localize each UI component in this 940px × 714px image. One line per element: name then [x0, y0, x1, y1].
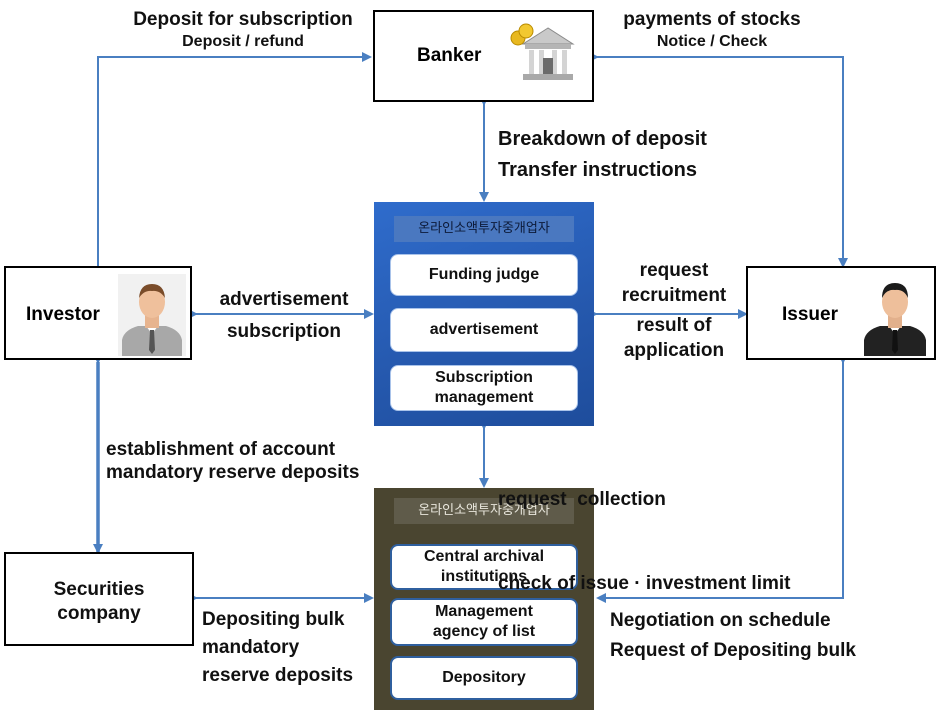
subscription-label-line1: Subscription: [435, 369, 533, 386]
label-recruitment: recruitment: [621, 285, 727, 306]
issuer-label: Issuer: [782, 304, 838, 325]
label-investor-platform: advertisement subscription: [206, 284, 362, 348]
label-request-depositing-bulk: Request of Depositing bulk: [610, 640, 856, 661]
label-deposit-subscription: Deposit for subscription: [133, 9, 353, 30]
label-reserve-deposits: reserve deposits: [202, 665, 354, 686]
label-notice-check: Notice / Check: [656, 33, 768, 50]
subscription-label-line2: management: [434, 389, 534, 406]
management-agency-line2: agency of list: [432, 623, 536, 640]
label-mandatory: mandatory: [202, 637, 300, 658]
depository-item: Depository: [390, 656, 578, 700]
issuer-node: Issuer: [746, 266, 936, 360]
securities-label-line1: Securities: [53, 579, 145, 600]
central-archival-item: Central archival institutions: [390, 544, 578, 590]
label-subscription: subscription: [226, 321, 341, 342]
label-request-collection: request collection: [498, 489, 666, 510]
management-agency-line1: Management: [435, 603, 533, 620]
label-check-of-issue: check of issue · investment limit: [498, 573, 791, 594]
depository-platform-title: 온라인소액투자중개업자: [394, 498, 574, 524]
issuer-avatar-icon: [860, 274, 930, 356]
label-banker-issuer: payments of stocks Notice / Check: [610, 8, 814, 52]
investor-node: Investor: [4, 266, 192, 360]
label-application: application: [623, 340, 725, 361]
investor-label: Investor: [26, 304, 100, 325]
securities-label-line2: company: [57, 603, 141, 624]
label-depositing-bulk: Depositing bulk: [202, 609, 345, 630]
label-request: request: [639, 260, 709, 281]
platform-title: 온라인소액투자중개업자: [394, 216, 574, 242]
coins-icon: [510, 23, 534, 46]
banker-label: Banker: [417, 45, 482, 66]
label-platform-depository: request collection check of issue · inve…: [498, 430, 790, 626]
label-payments-of-stocks: payments of stocks: [623, 9, 801, 30]
management-agency-item: Management agency of list: [390, 598, 578, 646]
label-establishment-of-account: establishment of account: [106, 439, 336, 460]
advertisement-label: advertisement: [429, 321, 539, 338]
arrow-issuer-depository: [596, 354, 848, 603]
label-platform-issuer: request recruitment result of applicatio…: [604, 258, 744, 363]
label-breakdown-of-deposit: Breakdown of deposit: [498, 128, 707, 150]
label-investor-banker: Deposit for subscription Deposit / refun…: [120, 8, 366, 52]
depository-platform: 온라인소액투자중개업자 Central archival institution…: [374, 488, 594, 710]
label-result-of: result of: [636, 315, 712, 336]
crowdfunding-platform: 온라인소액투자중개업자 Funding judge advertisement …: [374, 202, 594, 426]
central-archival-line1: Central archival: [423, 548, 545, 565]
central-archival-line2: institutions: [440, 568, 528, 585]
banker-node: Banker: [373, 10, 594, 102]
bank-building-icon: [521, 27, 575, 80]
advertisement-item: advertisement: [390, 308, 578, 352]
funding-judge-item: Funding judge: [390, 254, 578, 296]
label-negotiation-on-schedule: Negotiation on schedule: [610, 610, 831, 631]
label-transfer-instructions: Transfer instructions: [498, 159, 697, 181]
funding-judge-label: Funding judge: [428, 266, 540, 283]
label-securities-depository: Depositing bulk mandatory reserve deposi…: [202, 606, 353, 690]
label-investor-securities: establishment of account mandatory reser…: [106, 438, 359, 484]
label-mandatory-reserve-deposits: mandatory reserve deposits: [106, 462, 360, 483]
label-advertisement: advertisement: [219, 289, 349, 310]
investor-avatar-icon: [118, 274, 186, 356]
label-banker-platform: Breakdown of deposit Transfer instructio…: [498, 124, 707, 186]
depository-label: Depository: [442, 669, 526, 686]
label-issuer-depository: Negotiation on schedule Request of Depos…: [610, 606, 856, 666]
arrow-banker-issuer: [589, 52, 848, 268]
securities-company-node: Securities company: [4, 552, 194, 646]
arrow-investor-banker: [93, 52, 372, 274]
label-deposit-refund: Deposit / refund: [182, 33, 304, 50]
subscription-management-item: Subscription management: [390, 365, 578, 411]
